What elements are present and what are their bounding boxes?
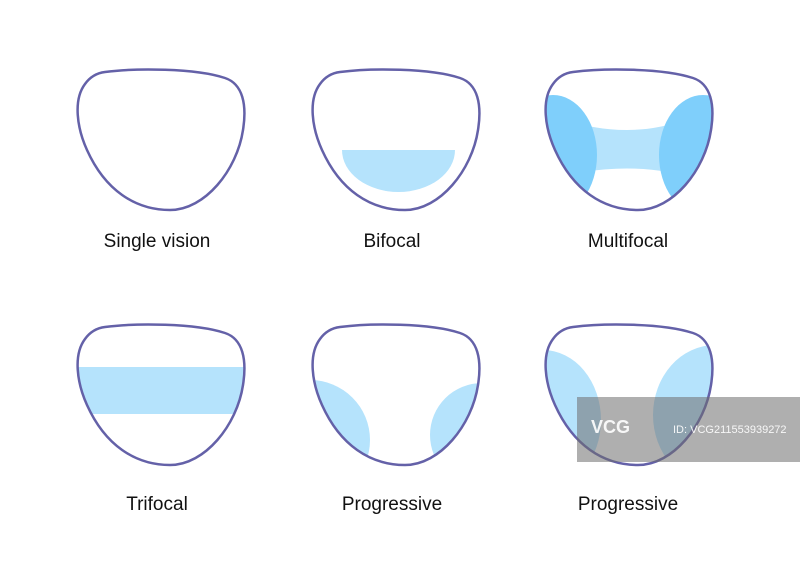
- watermark: VCG ID: VCG211553939272: [577, 397, 800, 462]
- progressive-left-zone: [312, 380, 370, 465]
- multifocal-left-zone: [545, 95, 597, 210]
- trifocal-band: [77, 367, 245, 414]
- multifocal-middle-zone: [583, 125, 668, 172]
- lens-single-vision: [76, 68, 246, 212]
- lens-multifocal: [544, 68, 714, 212]
- label-bifocal: Bifocal: [363, 231, 421, 252]
- label-trifocal: Trifocal: [126, 494, 188, 515]
- watermark-id: ID: VCG211553939272: [673, 424, 787, 436]
- label-progressive-1: Progressive: [341, 494, 443, 515]
- lens-trifocal: [76, 323, 246, 467]
- lens-bifocal: [311, 68, 481, 212]
- bifocal-segment: [342, 150, 455, 192]
- lens-progressive-1: [311, 323, 481, 467]
- label-multifocal: Multifocal: [587, 231, 669, 252]
- progressive-right-zone: [430, 383, 480, 465]
- label-progressive-2: Progressive: [577, 494, 679, 515]
- label-single-vision: Single vision: [103, 231, 211, 252]
- watermark-logo: VCG: [591, 417, 631, 437]
